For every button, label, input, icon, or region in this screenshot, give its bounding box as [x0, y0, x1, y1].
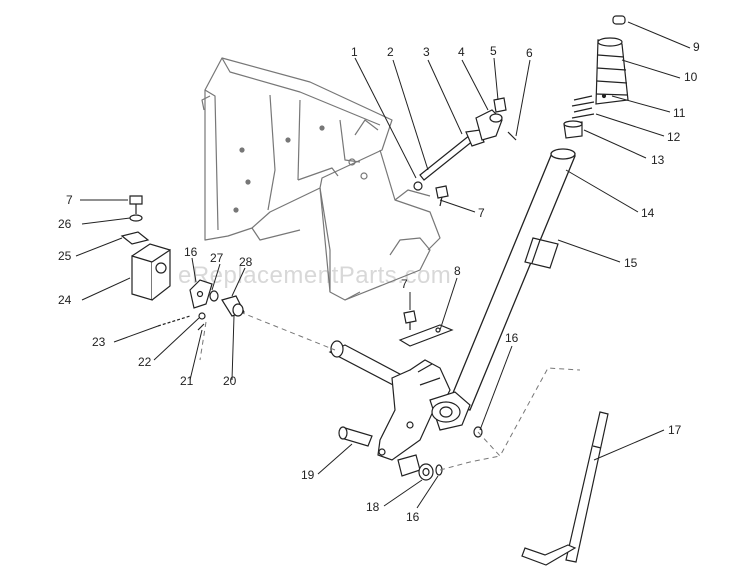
callout-labels: 1 2 3 4 5 6 7 7 7 8 9 10 11 12 13 14 15 … — [58, 40, 700, 524]
frame-housing — [201, 57, 441, 301]
callout-27: 27 — [210, 251, 224, 265]
link-rod — [521, 411, 609, 566]
callout-25: 25 — [58, 249, 72, 263]
clevis-pin — [338, 426, 373, 447]
callout-10: 10 — [684, 70, 698, 84]
callout-9: 9 — [693, 40, 700, 54]
callout-6: 6 — [526, 46, 533, 60]
callout-15: 15 — [624, 256, 638, 270]
callout-16-bottom: 16 — [406, 510, 420, 524]
alignment-lines — [199, 311, 581, 471]
callout-11: 11 — [673, 106, 686, 120]
callout-17: 17 — [668, 423, 682, 437]
callout-14: 14 — [641, 206, 655, 220]
callout-8: 8 — [454, 264, 461, 278]
shift-lever — [447, 148, 576, 411]
callout-3: 3 — [423, 45, 430, 59]
callout-28: 28 — [239, 255, 253, 269]
spacer-washer-clip — [397, 454, 443, 481]
callout-16-left: 16 — [184, 245, 198, 259]
callout-7-middle: 7 — [478, 206, 485, 220]
callout-7-lower: 7 — [401, 277, 408, 291]
left-bracket-assembly — [120, 195, 171, 301]
callout-13: 13 — [651, 153, 665, 167]
callout-19: 19 — [301, 468, 315, 482]
callout-5: 5 — [490, 44, 497, 58]
plate-and-bolt — [398, 310, 454, 347]
callout-22: 22 — [138, 355, 152, 369]
callout-12: 12 — [667, 130, 681, 144]
callout-1: 1 — [351, 45, 358, 59]
lever-knob-assembly — [563, 15, 629, 139]
callout-18: 18 — [366, 500, 380, 514]
bolt-middle — [435, 185, 449, 207]
callout-24: 24 — [58, 293, 72, 307]
callout-20: 20 — [223, 374, 237, 388]
grip-pad — [524, 237, 559, 269]
detent-assembly — [157, 279, 245, 331]
callout-4: 4 — [458, 45, 465, 59]
leader-lines — [75, 21, 691, 509]
callout-21: 21 — [180, 374, 194, 388]
callout-16-right: 16 — [505, 331, 519, 345]
callout-7-left: 7 — [66, 193, 73, 207]
cross-shaft-assembly — [328, 340, 471, 461]
callout-26: 26 — [58, 217, 72, 231]
callout-2: 2 — [387, 45, 394, 59]
pivot-bolt-assembly — [413, 97, 517, 191]
callout-23: 23 — [92, 335, 106, 349]
